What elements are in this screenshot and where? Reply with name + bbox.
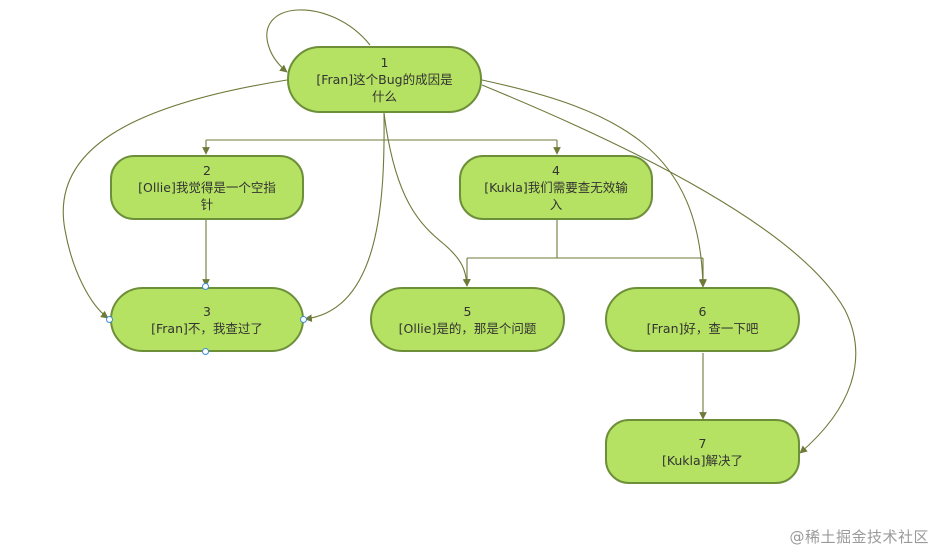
node-2-number: 2 bbox=[203, 163, 211, 178]
node-6[interactable]: 6 [Fran]好，查一下吧 bbox=[605, 287, 800, 352]
node-7-number: 7 bbox=[698, 435, 707, 451]
node-5-number: 5 bbox=[463, 303, 472, 319]
node-1-number: 1 bbox=[380, 55, 389, 70]
node-5[interactable]: 5 [Ollie]是的，那是个问题 bbox=[370, 287, 565, 352]
edge-1-to-7 bbox=[481, 84, 857, 454]
node-6-number: 6 bbox=[698, 303, 707, 319]
node-3-number: 3 bbox=[203, 303, 211, 319]
node-5-text-line1: [Ollie]是的，那是个问题 bbox=[398, 320, 537, 336]
node-6-text-line1: [Fran]好，查一下吧 bbox=[646, 320, 759, 336]
node-3-handle-bottom[interactable] bbox=[202, 348, 209, 355]
node-4-number: 4 bbox=[552, 163, 560, 178]
watermark: @稀土掘金技术社区 bbox=[789, 528, 929, 546]
node-2[interactable]: 2 [Ollie]我觉得是一个空指 针 bbox=[110, 155, 304, 220]
node-1-text-line1: [Fran]这个Bug的成因是 bbox=[316, 72, 453, 87]
edge-1-to-1-loop bbox=[266, 9, 371, 73]
node-2-text-line2: 针 bbox=[200, 197, 214, 212]
node-3[interactable]: 3 [Fran]不，我查过了 bbox=[110, 287, 304, 352]
node-3-handle-top[interactable] bbox=[202, 283, 209, 290]
node-3-text-line1: [Fran]不，我查过了 bbox=[151, 320, 263, 336]
edge-1-to-6 bbox=[481, 79, 707, 288]
node-4[interactable]: 4 [Kukla]我们需要查无效输 入 bbox=[459, 155, 653, 220]
edge-1-to-3-right bbox=[304, 112, 385, 322]
node-3-handle-right[interactable] bbox=[300, 316, 307, 323]
node-1[interactable]: 1 [Fran]这个Bug的成因是 什么 bbox=[287, 46, 482, 113]
edge-1-to-3-left bbox=[62, 79, 288, 319]
node-4-text-line2: 入 bbox=[549, 197, 563, 212]
node-4-text-line1: [Kukla]我们需要查无效输 bbox=[484, 180, 628, 195]
edge-1-to-5 bbox=[383, 112, 471, 287]
node-3-handle-left[interactable] bbox=[106, 316, 113, 323]
node-1-text-line2: 什么 bbox=[371, 89, 397, 104]
node-7-text-line1: [Kukla]解决了 bbox=[661, 452, 744, 468]
node-7[interactable]: 7 [Kukla]解决了 bbox=[605, 419, 800, 484]
node-2-text-line1: [Ollie]我觉得是一个空指 bbox=[138, 180, 276, 195]
